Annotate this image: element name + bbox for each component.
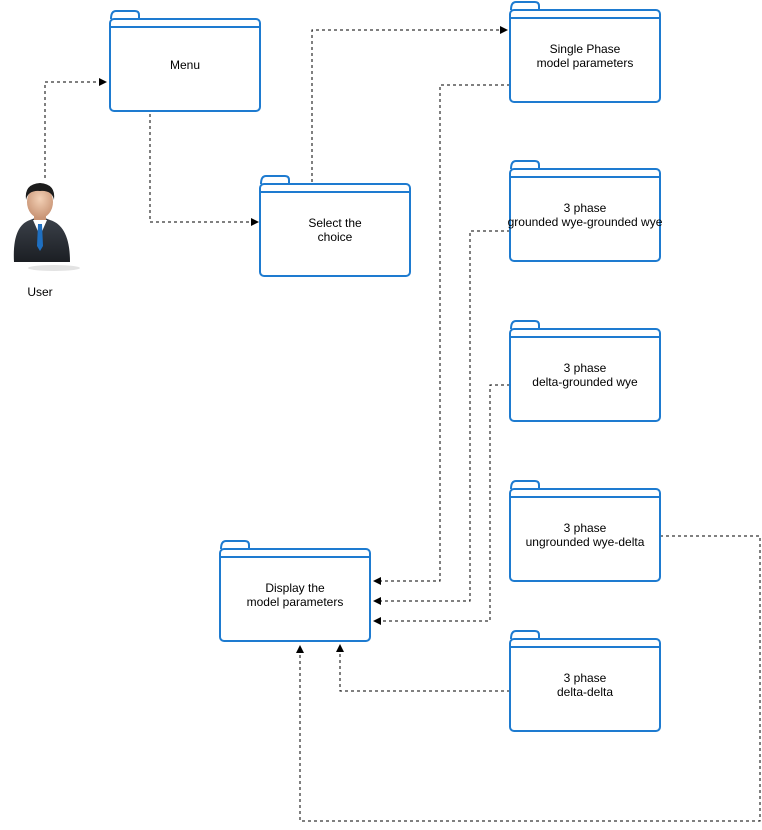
connector-gywye-gywye-to-display: [373, 230, 510, 605]
package-menu[interactable]: Menu: [109, 10, 261, 112]
folder-icon: [509, 320, 661, 422]
package-label-line: ungrounded wye-delta: [526, 535, 645, 549]
connector-user-to-menu: [44, 78, 107, 178]
package-label-line: model parameters: [537, 56, 634, 70]
package-label-line: 3 phase: [564, 361, 607, 375]
package-label-line: grounded wye-grounded wye: [508, 215, 663, 229]
folder-icon: [259, 175, 411, 277]
package-label-line: choice: [318, 230, 353, 244]
connectors: [44, 26, 761, 822]
folder-icon: [509, 480, 661, 582]
user-icon: [13, 183, 80, 271]
package-label-line: 3 phase: [564, 521, 607, 535]
folder-icon: [509, 1, 661, 103]
connector-delta-delta-to-display: [336, 644, 510, 692]
connector-menu-to-select-choice: [149, 114, 259, 226]
package-label-line: delta-grounded wye: [532, 375, 638, 389]
package-label-line: 3 phase: [564, 671, 607, 685]
folder-icon: [109, 10, 261, 112]
connector-delta-gywye-to-display: [373, 384, 510, 625]
connector-single-phase-to-display: [373, 84, 510, 585]
package-label-line: Display the: [265, 581, 325, 595]
connector-select-choice-to-single-phase: [311, 26, 508, 182]
package-label-line: Menu: [170, 58, 200, 72]
folder-icon: [509, 630, 661, 732]
folder-icon: [509, 160, 661, 262]
user-actor[interactable]: User: [13, 183, 80, 299]
package-label-line: delta-delta: [557, 685, 613, 699]
package-label-line: model parameters: [247, 595, 344, 609]
connector-uwye-delta-to-display: [296, 535, 761, 822]
user-label: User: [27, 285, 52, 299]
package-label-line: 3 phase: [564, 201, 607, 215]
folder-icon: [219, 540, 371, 642]
package-label-line: Select the: [308, 216, 362, 230]
package-label-line: Single Phase: [550, 42, 621, 56]
